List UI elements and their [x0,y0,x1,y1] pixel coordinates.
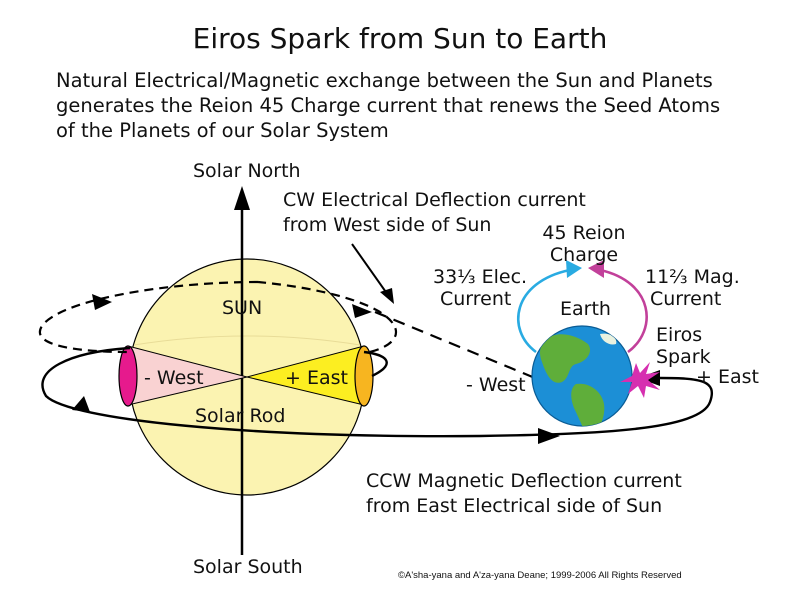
sun-west-label: - West [144,367,204,389]
solar-north-arrow-icon [234,186,250,210]
page-title: Eiros Spark from Sun to Earth [192,22,608,55]
mag-current-label-line-1: 11⅔ Mag. [645,266,740,288]
electric-current-arc [516,268,571,354]
sun-latitude-line [133,335,361,346]
cw-current-to-earth [374,310,536,380]
ccw-label-line-2: from East Electrical side of Sun [366,495,663,517]
cw-label-line-2: from West side of Sun [283,214,492,236]
west-cap [118,345,138,407]
earth-globe [531,325,633,427]
ccw-arrow-left-icon [72,396,90,412]
elec-current-label-line-2: Current [440,288,512,310]
solar-rod-label: Solar Rod [195,405,286,427]
magnetic-current-arrow-icon [588,260,604,278]
cw-label-pointer [351,243,389,296]
sun-east-label: + East [285,367,348,389]
copyright-notice: ©A'sha-yana and A'za-yana Deane; 1999-20… [398,570,682,581]
eiros-label-line-1: Eiros [656,324,703,346]
cw-label-pointer-arrow-icon [380,288,394,304]
subtitle-line-1: Natural Electrical/Magnetic exchange bet… [56,69,713,92]
sun-label: SUN [222,297,263,319]
eiros-spark-icon [620,362,660,398]
earth-west-label: - West [466,374,526,396]
eiros-label-line-2: Spark [656,346,711,368]
ccw-current-loop [41,346,713,438]
reion-label-line-1: 45 Reion [542,222,626,244]
east-cap [354,345,374,407]
subtitle-line-2: generates the Reion 45 Charge current th… [56,94,721,117]
cw-current-loop [38,280,259,354]
cw-arrow-left-icon [92,294,112,310]
subtitle-line-3: of the Planets of our Solar System [56,119,389,142]
cw-current-return [257,280,398,354]
cw-arrow-right-icon [352,304,372,318]
mag-current-label-line-2: Current [650,288,722,310]
solar-north-label: Solar North [193,160,301,182]
cw-label-line-1: CW Electrical Deflection current [283,189,586,211]
earth-label: Earth [560,298,611,320]
electric-current-arrow-icon [566,260,582,278]
magnetic-current-arc [599,268,648,354]
reion-label-line-2: Charge [549,244,619,266]
earth-east-label: + East [696,366,759,388]
elec-current-label-line-1: 33⅓ Elec. [433,266,528,288]
subtitle: Natural Electrical/Magnetic exchange bet… [56,68,796,143]
solar-south-label: Solar South [193,556,303,578]
ccw-current-segment [363,350,388,378]
ccw-label-line-1: CCW Magnetic Deflection current [366,470,682,492]
ccw-arrow-bottom-icon [538,428,560,444]
